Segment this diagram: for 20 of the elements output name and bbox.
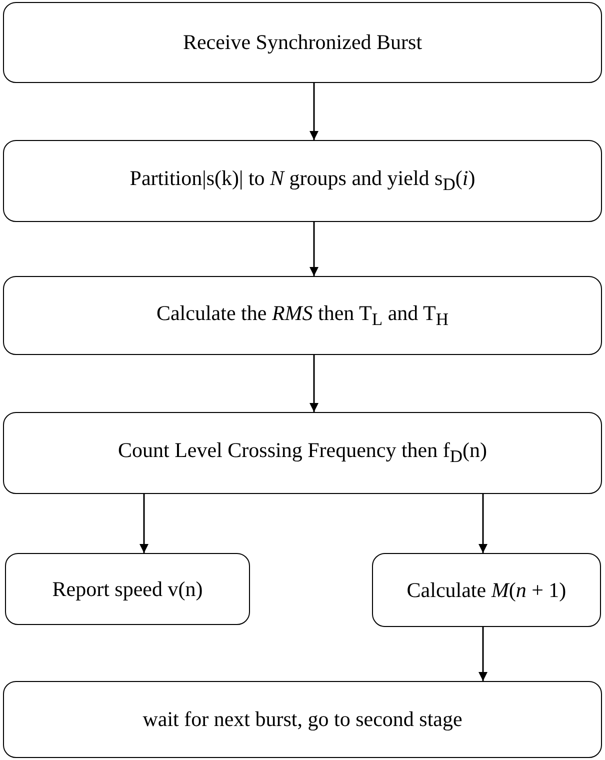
arrow <box>478 494 488 553</box>
step-text: wait for next burst, go to second stage <box>142 707 462 732</box>
process-box <box>5 553 250 625</box>
arrow <box>478 627 488 681</box>
arrow <box>140 494 148 553</box>
step-text: Receive Synchronized Burst <box>182 30 422 55</box>
process-box <box>3 681 602 758</box>
step-text: Count Level Crossing Frequency then f$_{D}$(n) <box>118 438 487 468</box>
process-box <box>372 553 601 627</box>
arrow <box>310 222 318 276</box>
step-text: Report speed v(n) <box>52 576 203 602</box>
step-text: Calculate the RMS then T$_{L}$ and T$_{H}$ <box>156 300 448 330</box>
arrow <box>310 83 318 140</box>
process-box <box>3 2 602 83</box>
step-text: Calculate M(n + 1) <box>406 578 566 602</box>
process-box <box>3 276 602 355</box>
process-box <box>3 412 602 494</box>
process-box <box>3 140 602 222</box>
step-text: Partition|s(k)| to N groups and yield s$_{D}$(i) <box>130 166 476 196</box>
arrow <box>310 355 318 412</box>
